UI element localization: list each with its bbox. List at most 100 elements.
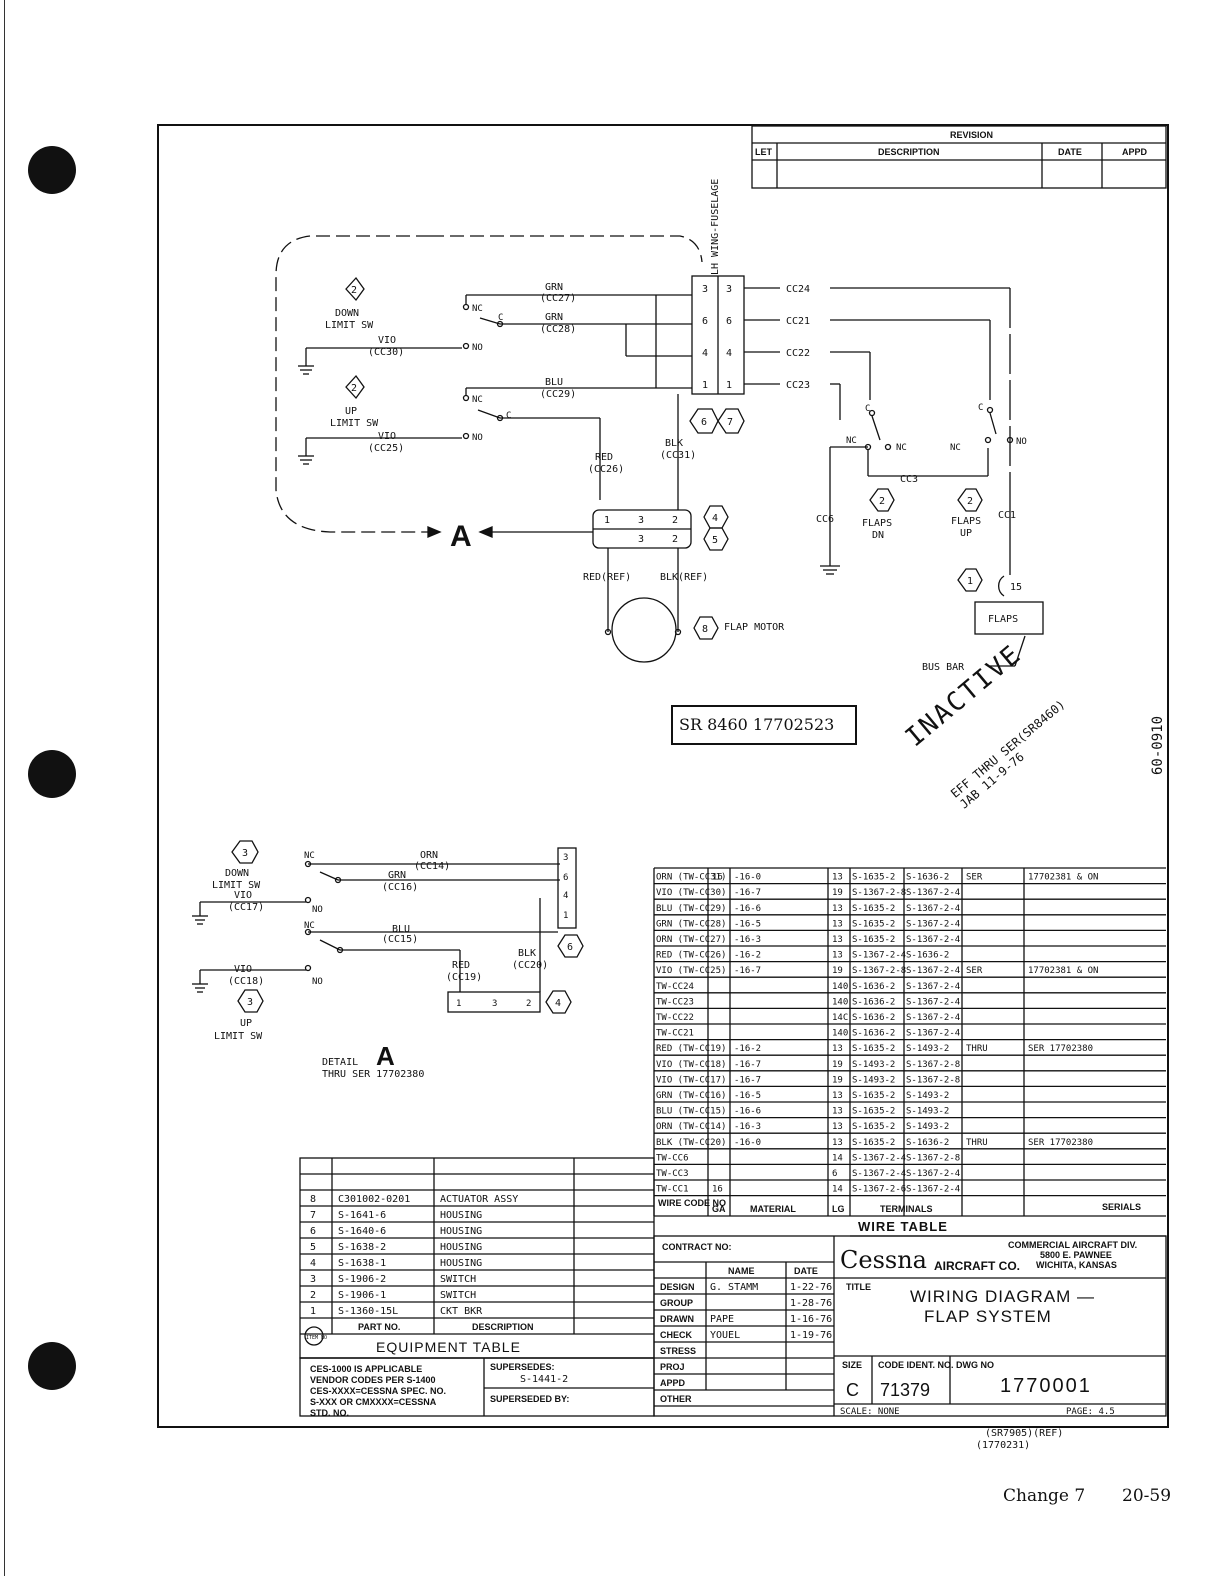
svg-text:MATERIAL: MATERIAL — [750, 1204, 796, 1214]
equipment-table-cell: ACTUATOR ASSY — [440, 1194, 518, 1205]
svg-text:BLU: BLU — [392, 924, 410, 935]
wire-table-cell: S-1635-2 — [852, 935, 895, 945]
wire-table-cell: 16 — [712, 873, 723, 883]
wire-table-cell: VIO (TW-CC18) — [656, 1060, 726, 1070]
svg-text:4: 4 — [563, 891, 568, 901]
wire-table-cell: -16-7 — [734, 1060, 761, 1070]
svg-text:3: 3 — [242, 848, 248, 859]
svg-text:NO: NO — [472, 433, 483, 443]
svg-text:CES-XXXX=CESSNA SPEC. NO.: CES-XXXX=CESSNA SPEC. NO. — [310, 1386, 446, 1396]
svg-text:DWG NO: DWG NO — [956, 1360, 994, 1370]
svg-text:6: 6 — [567, 942, 573, 953]
svg-text:PART NO.: PART NO. — [358, 1322, 400, 1332]
title-block-cell: 1-22-76 — [790, 1282, 832, 1293]
wire-table-cell: TW-CC22 — [656, 1013, 694, 1023]
wire-cc24: CC24 — [786, 284, 810, 295]
svg-text:2: 2 — [672, 515, 678, 526]
wire-table-cell: SER — [966, 873, 983, 883]
wire-table-cell: 13 — [832, 873, 843, 883]
wire-table-cell: BLK (TW-CC20) — [656, 1138, 726, 1148]
title-block-cell: 1-19-76 — [790, 1330, 832, 1341]
svg-text:1: 1 — [967, 576, 973, 587]
svg-text:WICHITA, KANSAS: WICHITA, KANSAS — [1036, 1260, 1117, 1270]
wire-table-cell: SER 17702380 — [1028, 1044, 1093, 1054]
wire-table-cell: -16-0 — [734, 873, 761, 883]
svg-text:NC: NC — [304, 921, 315, 931]
svg-text:2: 2 — [879, 496, 885, 507]
equipment-table-cell: SWITCH — [440, 1290, 476, 1301]
wire-table-cell: GRN (TW-CC16) — [656, 1091, 726, 1101]
svg-text:SIZE: SIZE — [842, 1360, 862, 1370]
svg-text:NC: NC — [472, 304, 483, 314]
wire-table-cell: -16-7 — [734, 1075, 761, 1085]
title-block-cell: PROJ — [660, 1362, 685, 1372]
wire-table-cell: -16-6 — [734, 1107, 761, 1117]
wire-table-cell: -16-7 — [734, 888, 761, 898]
wire-table-cell: S-1367-2-4 — [906, 997, 960, 1007]
svg-text:BLK(REF): BLK(REF) — [660, 572, 708, 583]
svg-text:3: 3 — [492, 999, 497, 1009]
svg-text:ITEM NO: ITEM NO — [306, 1335, 327, 1341]
svg-text:DN: DN — [872, 530, 884, 541]
svg-text:RED(REF): RED(REF) — [583, 572, 631, 583]
wire-table-cell: 13 — [832, 935, 843, 945]
wire-table-cell: TW-CC23 — [656, 997, 694, 1007]
rev-col-desc: DESCRIPTION — [878, 147, 940, 157]
rev-col-let: LET — [755, 147, 773, 157]
item-2-hex — [345, 276, 365, 302]
wire-table-cell: S-1635-2 — [852, 904, 895, 914]
svg-text:1: 1 — [604, 515, 610, 526]
title-block-cell: STRESS — [660, 1346, 696, 1356]
wire-table-cell: 140 — [832, 1029, 848, 1039]
svg-text:2: 2 — [672, 534, 678, 545]
equipment-table-cell: S-1360-15L — [338, 1306, 398, 1317]
svg-text:BUS BAR: BUS BAR — [922, 662, 965, 673]
svg-text:3: 3 — [702, 284, 708, 295]
svg-text:C: C — [865, 404, 870, 414]
title-block-cell: OTHER — [660, 1394, 692, 1404]
svg-text:RED: RED — [595, 452, 613, 463]
svg-text:(1770231): (1770231) — [976, 1440, 1030, 1451]
wire-table-cell: -16-7 — [734, 966, 761, 976]
svg-text:GRN: GRN — [545, 312, 563, 323]
wire-table-cell: S-1367-2-4 — [906, 966, 960, 976]
svg-text:DATE: DATE — [794, 1266, 818, 1276]
svg-text:SCALE: NONE: SCALE: NONE — [840, 1407, 900, 1417]
svg-text:CC1: CC1 — [998, 510, 1016, 521]
wire-cc21: CC21 — [786, 316, 810, 327]
svg-text:4: 4 — [702, 348, 708, 359]
equipment-table-cell: 8 — [310, 1194, 316, 1205]
wire-table-cell: TW-CC3 — [656, 1169, 689, 1179]
svg-text:4: 4 — [555, 998, 561, 1009]
wire-table-cell: S-1636-2 — [852, 997, 895, 1007]
svg-text:C: C — [506, 411, 511, 421]
wire-table-cell: 14 — [832, 1185, 843, 1195]
wire-table-cell: GRN (TW-CC28) — [656, 919, 726, 929]
svg-text:FLAP MOTOR: FLAP MOTOR — [724, 622, 785, 633]
binder-hole — [28, 1342, 76, 1390]
wire-table-cell: 13 — [832, 1122, 843, 1132]
svg-text:1770001: 1770001 — [1000, 1375, 1092, 1397]
wire-table-cell: TW-CC6 — [656, 1153, 689, 1163]
svg-text:VIO: VIO — [378, 431, 396, 442]
equipment-table-cell: 5 — [310, 1242, 316, 1253]
svg-text:(CC16): (CC16) — [382, 882, 418, 893]
wire-table-cell: RED (TW-CC19) — [656, 1044, 726, 1054]
wire-table-cell: S-1636-2 — [852, 1013, 895, 1023]
wire-table-cell: S-1636-2 — [906, 873, 949, 883]
svg-text:VENDOR CODES PER S-1400: VENDOR CODES PER S-1400 — [310, 1375, 436, 1385]
revision-block: REVISION LET DESCRIPTION DATE APPD — [751, 125, 1167, 189]
equipment-table-cell: S-1640-6 — [338, 1226, 386, 1237]
equipment-table-cell: HOUSING — [440, 1258, 482, 1269]
svg-text:(SR7905)(REF): (SR7905)(REF) — [985, 1428, 1063, 1439]
svg-text:SERIALS: SERIALS — [1102, 1202, 1141, 1212]
svg-text:2: 2 — [351, 383, 357, 394]
wire-table-cell: SER — [966, 966, 983, 976]
wire-table-cell: S-1635-2 — [852, 1044, 895, 1054]
svg-text:WIRING DIAGRAM —: WIRING DIAGRAM — — [910, 1287, 1095, 1306]
svg-text:CONTRACT NO:: CONTRACT NO: — [662, 1242, 732, 1252]
svg-text:NO: NO — [1016, 437, 1027, 447]
wire-table-cell: 13 — [832, 904, 843, 914]
svg-text:NC: NC — [304, 851, 315, 861]
